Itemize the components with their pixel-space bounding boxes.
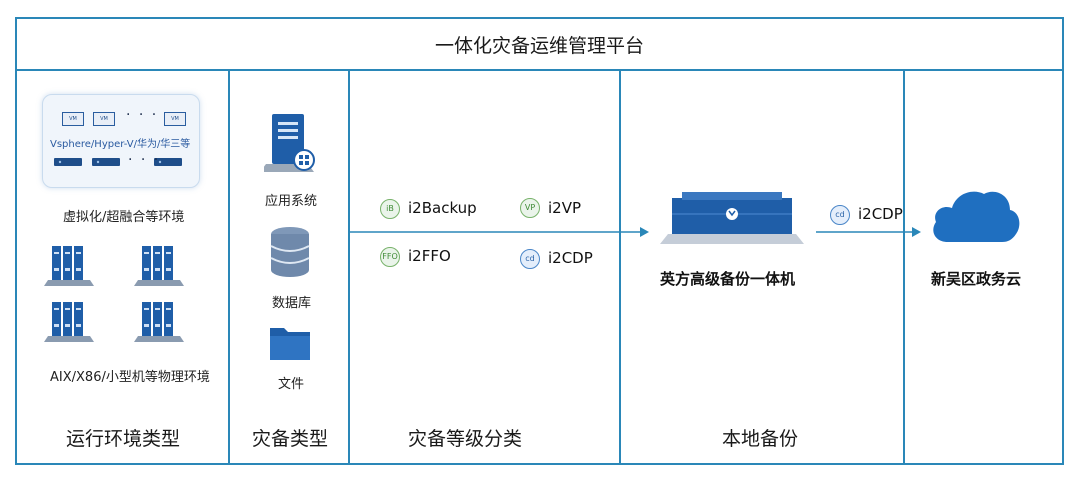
- product-i2cdp: i2CDP: [548, 249, 593, 267]
- link-product-i2cdp: i2CDP: [858, 205, 903, 223]
- backup-appliance-icon: [660, 192, 804, 244]
- i2cdp-icon: cd: [520, 249, 540, 269]
- i2backup-icon: iB: [380, 199, 400, 219]
- physical-servers-icon: [44, 246, 184, 342]
- cloud-icon: [933, 191, 1020, 242]
- folder-icon: [270, 328, 310, 360]
- virtualization-label: 虚拟化/超融合等环境: [63, 210, 185, 225]
- column-title-local: 本地备份: [722, 428, 799, 450]
- dr-type-file: 文件: [278, 377, 305, 392]
- local-device-label: 英方高级备份一体机: [660, 270, 796, 288]
- flow-arrow-to-local: [348, 227, 649, 237]
- platform-frame: 一体化灾备运维管理平台: [15, 17, 1064, 465]
- flow-arrow-to-cloud: [816, 227, 921, 237]
- column-title-dr-type: 灾备类型: [252, 428, 329, 450]
- column-divider: [903, 69, 905, 465]
- dr-type-application: 应用系统: [265, 194, 318, 209]
- ellipsis: · · ·: [128, 152, 161, 168]
- application-server-icon: [264, 114, 315, 172]
- virtualization-panel: [42, 94, 200, 188]
- i2vp-icon: VP: [520, 198, 540, 218]
- product-i2vp: i2VP: [548, 199, 582, 217]
- dr-type-database: 数据库: [272, 296, 312, 311]
- vm-icon: VM: [62, 112, 84, 126]
- product-i2ffo: i2FFO: [408, 247, 451, 265]
- column-divider: [348, 69, 350, 465]
- column-title-env: 运行环境类型: [66, 428, 181, 450]
- ellipsis: · · ·: [126, 107, 159, 123]
- product-i2backup: i2Backup: [408, 199, 477, 217]
- hypervisor-list: Vsphere/Hyper-V/华为/华三等: [50, 139, 191, 150]
- physical-label: AIX/X86/小型机等物理环境: [50, 370, 210, 385]
- column-title-dr-level: 灾备等级分类: [408, 428, 523, 450]
- i2cdp-link-icon: cd: [830, 205, 850, 225]
- vm-icon: VM: [164, 112, 186, 126]
- vm-icon: VM: [93, 112, 115, 126]
- host-servers-icon: [54, 158, 182, 166]
- database-icon: [270, 227, 310, 277]
- column-divider: [619, 69, 621, 465]
- column-divider: [228, 69, 230, 465]
- platform-title: 一体化灾备运维管理平台: [17, 19, 1062, 71]
- i2ffo-icon: FFO: [380, 247, 400, 267]
- cloud-label: 新吴区政务云: [931, 270, 1022, 288]
